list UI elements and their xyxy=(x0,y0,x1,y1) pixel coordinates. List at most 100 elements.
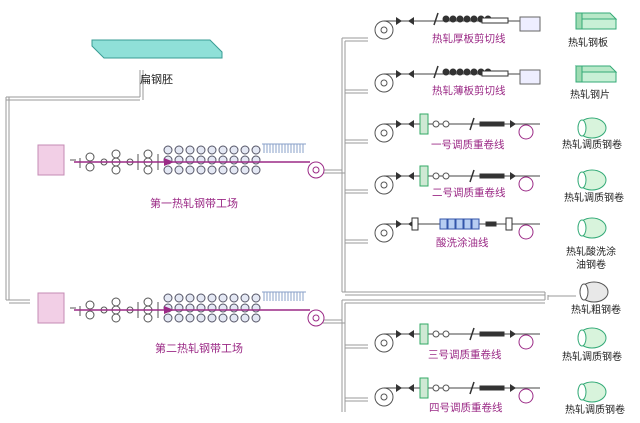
line-7-bar xyxy=(479,331,505,337)
plant-1-stand-mid-6 xyxy=(229,155,239,165)
plant-1-roll-6 xyxy=(111,165,121,175)
plant-1-coiler-core xyxy=(312,166,320,174)
line-3-node-3 xyxy=(510,120,516,128)
plant-1-title: 第一热轧钢带工场 xyxy=(150,197,238,210)
product-label-3: 热轧调质钢卷 xyxy=(562,140,622,151)
plant-1-stand-bot-2 xyxy=(185,165,195,175)
line-7-stand xyxy=(419,323,429,345)
plant-1-stand-top-4 xyxy=(207,145,217,155)
product-label-6: 热轧粗钢卷 xyxy=(571,305,621,316)
plant-2-stand-mid-6 xyxy=(229,303,239,313)
line-1-product-side xyxy=(575,12,583,30)
plant-2-stand-bot-5 xyxy=(218,313,228,323)
line-3-uncoiler-core xyxy=(380,129,388,137)
line-5-product-coil-face xyxy=(577,219,587,237)
plant-1-stand-mid-2 xyxy=(185,155,195,165)
line-3-cutter xyxy=(469,117,475,131)
plant-2-roll-1 xyxy=(85,300,95,310)
line-7-product-coil-face xyxy=(577,329,587,347)
plant-2-stand-top-4 xyxy=(207,293,217,303)
line-2-cutter xyxy=(433,65,439,79)
plant-2-stand-bot-3 xyxy=(196,313,206,323)
plant-2-stand-top-5 xyxy=(218,293,228,303)
line-8-node-2 xyxy=(408,384,414,392)
plant-2-stand-top-6 xyxy=(229,293,239,303)
plant-2-stand-mid-4 xyxy=(207,303,217,313)
line-5-tank-1 xyxy=(447,218,456,230)
plant-1-roll-4 xyxy=(111,149,121,159)
line-7-node-1 xyxy=(396,330,402,338)
plant-2-stand-bot-1 xyxy=(174,313,184,323)
line-7-recoiler xyxy=(518,334,534,350)
plant-2-stand-bot-0 xyxy=(163,313,173,323)
plant-2-stand-mid-7 xyxy=(240,303,250,313)
line-2-leveler-0 xyxy=(442,68,450,76)
plant-1-furnace xyxy=(37,144,65,176)
line-1-stack xyxy=(519,16,541,32)
line-4-roll-b xyxy=(442,172,450,180)
plant-1-stand-mid-3 xyxy=(196,155,206,165)
plant-2-roll-4 xyxy=(111,297,121,307)
plant-2-stand-top-8 xyxy=(251,293,261,303)
product-label-5: 热轧酸洗涂油钢卷 xyxy=(566,247,616,271)
plant-2-stand-bot-4 xyxy=(207,313,217,323)
plant-2-stand-mid-1 xyxy=(174,303,184,313)
line-name-3: 一号调质重卷线 xyxy=(431,139,505,151)
line-1-leveler-3 xyxy=(463,15,471,23)
product-label-2: 热轧钢片 xyxy=(570,90,610,101)
line-3-roll-a xyxy=(432,120,440,128)
line-3-stand xyxy=(419,113,429,135)
line-8-roll-b xyxy=(442,384,450,392)
plant-2-roll-6 xyxy=(111,313,121,323)
plant-2-stand-mid-3 xyxy=(196,303,206,313)
line-4-roll-a xyxy=(432,172,440,180)
plant-1-stand-bot-4 xyxy=(207,165,217,175)
line-2-leveler-3 xyxy=(463,68,471,76)
line-8-cutter xyxy=(469,381,475,395)
line-3-product-coil-face xyxy=(577,119,587,137)
line-2-table xyxy=(481,70,509,77)
line-4-cutter xyxy=(469,169,475,183)
line-1-node-2 xyxy=(408,17,414,25)
plant-2-stand-top-3 xyxy=(196,293,206,303)
plant-2-title: 第二热轧钢带工场 xyxy=(155,342,243,355)
plant-1-stand-bot-3 xyxy=(196,165,206,175)
line-4-bar xyxy=(479,173,505,179)
plant-1-roll-8 xyxy=(143,149,153,159)
line-5-tank-2 xyxy=(455,218,464,230)
plant-1-stand-bot-7 xyxy=(240,165,250,175)
line-7-roll-b xyxy=(442,330,450,338)
line-8-node-3 xyxy=(510,384,516,392)
line-name-4: 二号调质重卷线 xyxy=(432,187,506,199)
line-2-product-side xyxy=(575,65,583,83)
line-5-oiler xyxy=(485,221,497,227)
line-3-node-2 xyxy=(408,120,414,128)
line-name-2: 热轧薄板剪切线 xyxy=(432,85,506,97)
line-5-uncoiler-core xyxy=(380,229,388,237)
plant-2-stand-top-2 xyxy=(185,293,195,303)
line-1-uncoiler-core xyxy=(380,26,388,34)
slab-shape xyxy=(91,39,223,59)
line-5-tank-3 xyxy=(463,218,472,230)
line-5-tank-0 xyxy=(439,218,448,230)
plant-1-stand-bot-6 xyxy=(229,165,239,175)
line-4-node-2 xyxy=(408,172,414,180)
line-1-product-front xyxy=(581,18,617,30)
line-6-product-coil-face xyxy=(579,283,589,301)
plant-2-stand-mid-8 xyxy=(251,303,261,313)
line-2-leveler-2 xyxy=(456,68,464,76)
line-7-node-2 xyxy=(408,330,414,338)
line-5-tank-4 xyxy=(471,218,480,230)
line-5-welder xyxy=(411,217,419,231)
line-3-roll-b xyxy=(442,120,450,128)
plant-1-stand-mid-7 xyxy=(240,155,250,165)
line-3-recoiler xyxy=(518,124,534,140)
line-4-recoiler xyxy=(518,176,534,192)
line-7-node-3 xyxy=(510,330,516,338)
line-1-leveler-0 xyxy=(442,15,450,23)
product-label-8: 热轧调质钢卷 xyxy=(565,405,625,416)
line-5-node-1 xyxy=(396,220,402,228)
plant-1-stand-top-3 xyxy=(196,145,206,155)
